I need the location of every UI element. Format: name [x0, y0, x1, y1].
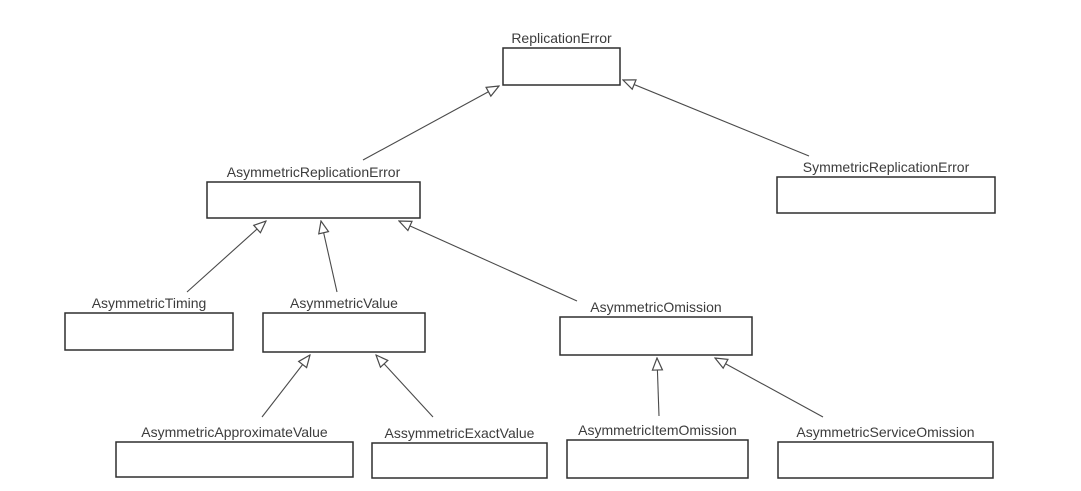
class-label-asymmetric-service-omission: AsymmetricServiceOmission	[796, 424, 974, 440]
generalization-edge-asymmetric-service-omission-to-asymmetric-omission	[715, 358, 824, 418]
class-label-asymmetric-omission: AsymmetricOmission	[590, 299, 721, 315]
generalization-edge-asymmetric-replication-error-to-replication-error	[362, 86, 499, 161]
generalization-edge-asymmetric-omission-to-asymmetric-replication-error	[399, 221, 578, 302]
generalization-edge-symmetric-replication-error-to-replication-error	[623, 80, 810, 157]
class-box-asymmetric-approximate-value	[115, 441, 354, 478]
class-node-asymmetric-omission: AsymmetricOmission	[559, 299, 753, 356]
class-box-asymmetric-replication-error	[206, 181, 421, 219]
class-box-asymmetric-service-omission	[777, 441, 994, 479]
class-box-symmetric-replication-error	[776, 176, 996, 214]
class-node-asymmetric-value: AsymmetricValue	[262, 295, 426, 353]
class-box-asymmetric-timing	[64, 312, 234, 351]
class-box-asymmetric-item-omission	[566, 439, 749, 479]
generalization-edge-assymmetric-exact-value-to-asymmetric-value	[376, 355, 434, 418]
class-node-symmetric-replication-error: SymmetricReplicationError	[776, 159, 996, 214]
class-label-assymmetric-exact-value: AssymmetricExactValue	[385, 425, 535, 441]
generalization-edge-asymmetric-value-to-asymmetric-replication-error	[321, 221, 338, 293]
class-box-replication-error	[502, 47, 621, 86]
class-label-asymmetric-value: AsymmetricValue	[290, 295, 398, 311]
class-label-asymmetric-approximate-value: AsymmetricApproximateValue	[141, 424, 328, 440]
class-label-symmetric-replication-error: SymmetricReplicationError	[803, 159, 970, 175]
class-box-assymmetric-exact-value	[371, 442, 548, 479]
class-label-asymmetric-item-omission: AsymmetricItemOmission	[578, 422, 737, 438]
class-box-asymmetric-value	[262, 312, 426, 353]
class-label-asymmetric-replication-error: AsymmetricReplicationError	[227, 164, 401, 180]
class-node-asymmetric-service-omission: AsymmetricServiceOmission	[777, 424, 994, 479]
class-node-asymmetric-replication-error: AsymmetricReplicationError	[206, 164, 421, 219]
generalization-edge-asymmetric-item-omission-to-asymmetric-omission	[657, 358, 659, 417]
generalization-edge-asymmetric-approximate-value-to-asymmetric-value	[261, 355, 310, 418]
class-node-asymmetric-timing: AsymmetricTiming	[64, 295, 234, 351]
class-label-asymmetric-timing: AsymmetricTiming	[92, 295, 207, 311]
class-node-replication-error: ReplicationError	[502, 30, 621, 86]
class-box-asymmetric-omission	[559, 316, 753, 356]
class-label-replication-error: ReplicationError	[511, 30, 612, 46]
class-node-asymmetric-item-omission: AsymmetricItemOmission	[566, 422, 749, 479]
generalization-edge-asymmetric-timing-to-asymmetric-replication-error	[186, 221, 266, 293]
class-node-assymmetric-exact-value: AssymmetricExactValue	[371, 425, 548, 479]
class-node-asymmetric-approximate-value: AsymmetricApproximateValue	[115, 424, 354, 478]
